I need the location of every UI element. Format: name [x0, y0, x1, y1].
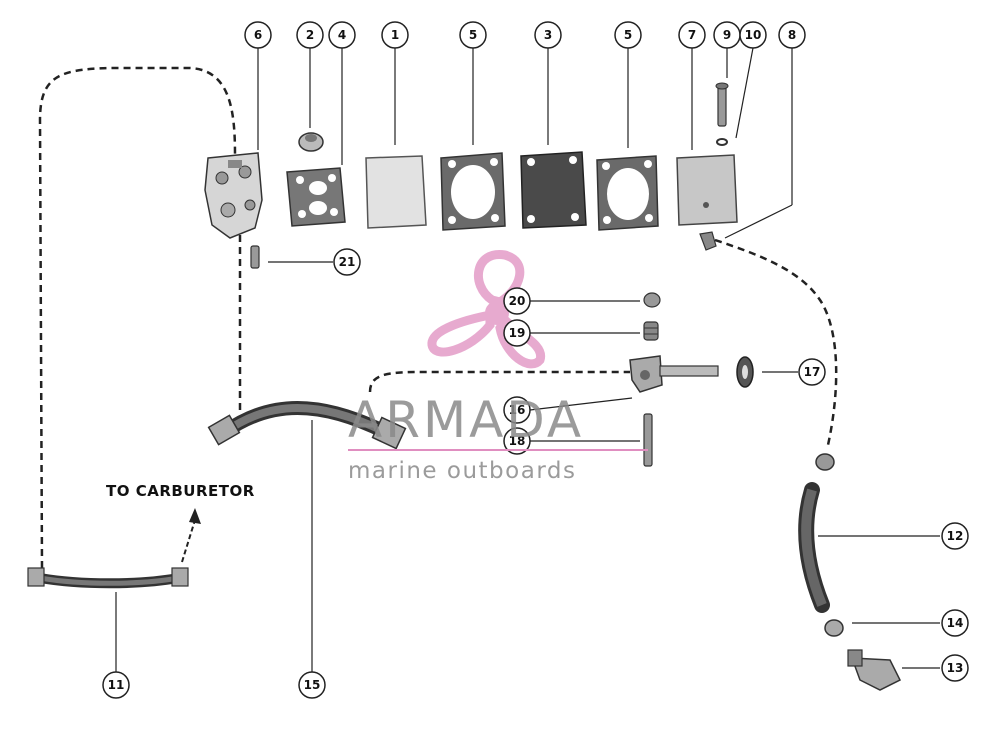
watermark-brand: ARMADA [348, 391, 584, 449]
callout-4: 4 [328, 21, 356, 49]
spring-part-19 [643, 321, 659, 341]
fuel-hose-part-11 [27, 567, 189, 589]
fuel-hose-part-15 [207, 401, 407, 450]
callout-11: 11 [102, 671, 130, 699]
pump-cover-part-6 [204, 152, 263, 239]
callout-6: 6 [244, 21, 272, 49]
callout-1: 1 [381, 21, 409, 49]
svg-text:7: 7 [688, 28, 696, 42]
fuel-hose-part-12 [798, 453, 835, 613]
svg-text:11: 11 [108, 678, 125, 692]
svg-text:12: 12 [947, 529, 964, 543]
callout-8: 8 [778, 21, 806, 49]
callout-10: 10 [739, 21, 767, 49]
screw-part-21 [250, 245, 260, 269]
callout-3: 3 [534, 21, 562, 49]
clamp-part-14 [824, 619, 844, 637]
gasket-part-4 [286, 167, 346, 227]
screw-part-18 [643, 413, 653, 467]
svg-text:10: 10 [745, 28, 762, 42]
svg-text:13: 13 [947, 661, 964, 675]
svg-text:15: 15 [304, 678, 321, 692]
elbow-fitting-part-8 [699, 231, 717, 251]
callout-5-right: 5 [614, 21, 642, 49]
callout-2: 2 [296, 21, 324, 49]
svg-text:3: 3 [544, 28, 552, 42]
svg-text:6: 6 [254, 28, 262, 42]
svg-text:21: 21 [339, 255, 356, 269]
fuel-line-hose15-to-fitting16-dashed [368, 370, 630, 393]
callout-20: 20 [503, 287, 531, 315]
gasket-part-5-left [440, 152, 506, 231]
svg-text:4: 4 [338, 28, 346, 42]
svg-text:19: 19 [509, 326, 526, 340]
fitting-part-16 [629, 355, 719, 393]
gasket-part-5-right [596, 155, 659, 231]
svg-text:5: 5 [624, 28, 632, 42]
svg-text:14: 14 [947, 616, 964, 630]
fitting-part-13 [847, 649, 902, 691]
callout-15: 15 [298, 671, 326, 699]
callout-7: 7 [678, 21, 706, 49]
svg-text:5: 5 [469, 28, 477, 42]
fuel-line-to-carburetor-dashed [38, 66, 237, 569]
diaphragm-part-3 [520, 151, 587, 229]
watermark-tagline: marine outboards [348, 458, 576, 484]
callout-13: 13 [941, 654, 969, 682]
callout-16: 16 [503, 396, 531, 424]
svg-text:16: 16 [509, 403, 526, 417]
nut-part-20 [643, 292, 661, 308]
callout-9: 9 [713, 21, 741, 49]
svg-text:8: 8 [788, 28, 796, 42]
svg-text:9: 9 [723, 28, 731, 42]
washer-part-10 [716, 138, 728, 146]
screw-part-9 [715, 82, 729, 127]
svg-text:20: 20 [509, 294, 526, 308]
callout-19: 19 [503, 319, 531, 347]
callout-17: 17 [798, 358, 826, 386]
dashed-fuel-lines [38, 66, 838, 569]
leader-lines [115, 47, 940, 672]
callout-18: 18 [503, 427, 531, 455]
callout-21: 21 [333, 248, 361, 276]
svg-text:2: 2 [306, 28, 314, 42]
plate-part-1 [365, 155, 427, 229]
svg-text:1: 1 [391, 28, 399, 42]
seal-part-17 [736, 356, 754, 388]
svg-text:17: 17 [804, 365, 821, 379]
callout-14: 14 [941, 609, 969, 637]
svg-text:18: 18 [509, 434, 526, 448]
fuel-line-elbow8-to-hose12-dashed [714, 238, 838, 446]
pump-body-part-7 [676, 154, 738, 226]
check-valve-part-2 [298, 132, 324, 152]
callout-5-left: 5 [459, 21, 487, 49]
callout-12: 12 [941, 522, 969, 550]
to-carburetor-label: TO CARBURETOR [106, 482, 255, 500]
arrow-to-carburetor-icon [181, 508, 201, 563]
